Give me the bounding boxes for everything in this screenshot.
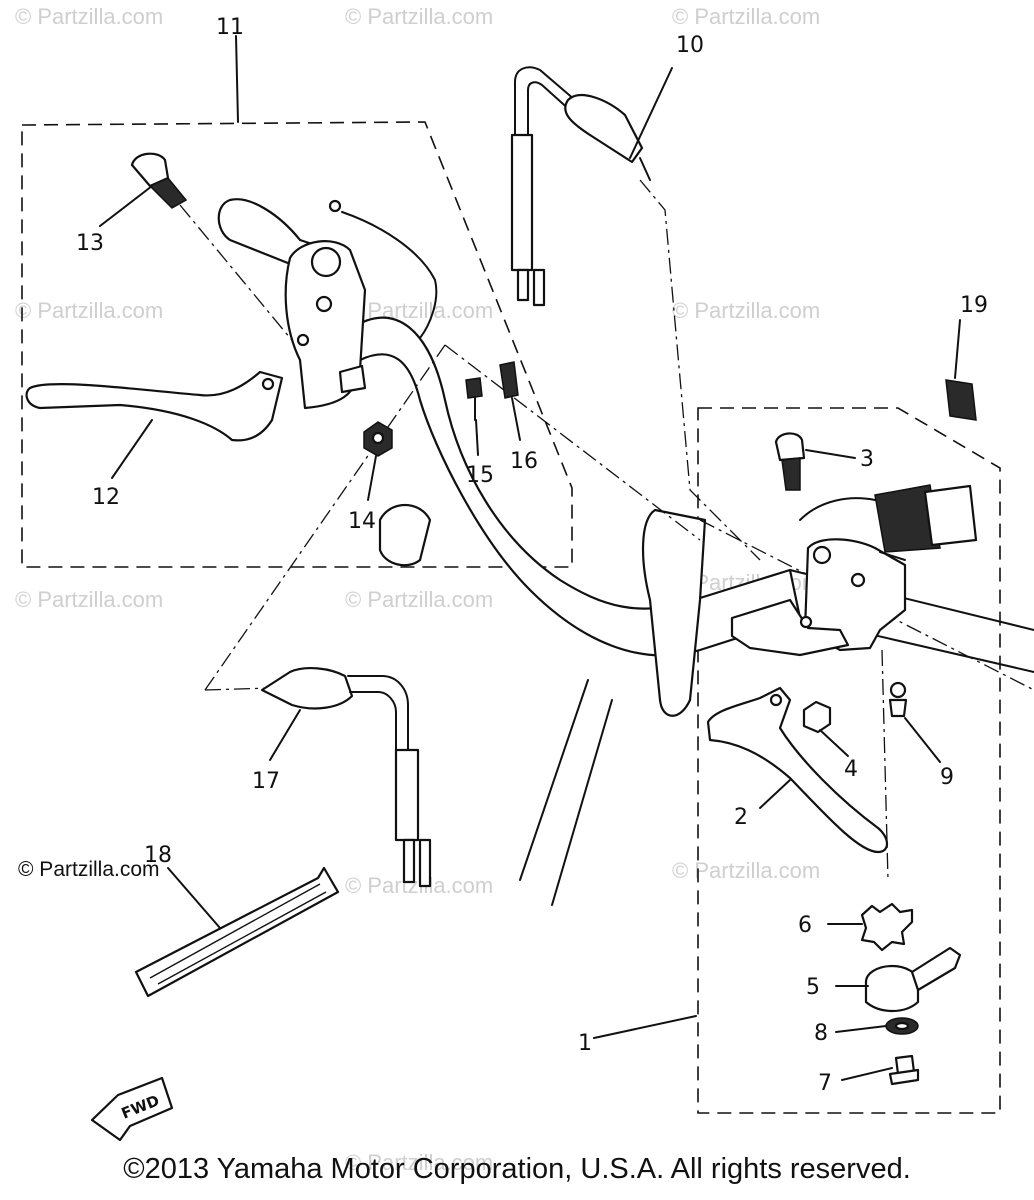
callout-16: 16 xyxy=(510,449,538,474)
callout-6: 6 xyxy=(798,913,812,938)
right-lever-holder xyxy=(730,484,978,657)
watermark: © Partzilla.com xyxy=(15,298,163,323)
callout-1: 1 xyxy=(578,1031,592,1056)
callout-9: 9 xyxy=(940,765,954,790)
watermark: © Partzilla.com xyxy=(345,587,493,612)
callout-4: 4 xyxy=(844,757,858,782)
adjuster-5 xyxy=(864,946,962,1013)
callout-14: 14 xyxy=(348,509,376,534)
watermark: © Partzilla.com xyxy=(345,1150,493,1175)
assembly-box-right xyxy=(697,407,1001,1114)
screw-9 xyxy=(888,681,908,718)
watermark: © Partzilla.com xyxy=(672,298,820,323)
watermark: © Partzilla.com xyxy=(15,587,163,612)
watermark: © Partzilla.com xyxy=(672,858,820,883)
watermark: © Partzilla.com xyxy=(672,4,820,29)
callout-2: 2 xyxy=(734,805,748,830)
forward-arrow: FWD xyxy=(90,1076,174,1142)
callout-18: 18 xyxy=(144,843,172,868)
callout-13: 13 xyxy=(76,231,104,256)
clamp-bracket xyxy=(378,504,432,567)
callout-5: 5 xyxy=(806,975,820,1000)
bolt-13 xyxy=(130,152,188,209)
clutch-lever xyxy=(25,370,284,442)
center-line xyxy=(639,179,761,561)
callout-7: 7 xyxy=(818,1071,832,1096)
pivot-hole xyxy=(261,377,275,391)
pivot-hole xyxy=(769,693,783,707)
screw-15 xyxy=(465,377,483,421)
callout-3: 3 xyxy=(860,447,874,472)
label-19 xyxy=(945,379,977,421)
callout-17: 17 xyxy=(252,769,280,794)
screw-7 xyxy=(888,1054,920,1086)
callout-12: 12 xyxy=(92,485,120,510)
switch-17 xyxy=(260,666,432,888)
center-line xyxy=(881,649,889,881)
star-washer-6 xyxy=(860,902,914,952)
center-line xyxy=(179,204,301,351)
brand-note: © Partzilla.com xyxy=(18,858,160,881)
washer-8-hole xyxy=(894,1021,910,1031)
bolt-3 xyxy=(774,432,806,491)
screw-16 xyxy=(499,361,519,399)
center-line xyxy=(204,687,271,691)
brake-lever xyxy=(706,686,889,854)
leader-lines xyxy=(99,35,961,1081)
callout-15: 15 xyxy=(466,463,494,488)
cable-tie-18 xyxy=(134,866,340,998)
nut-4 xyxy=(802,700,832,734)
callout-8: 8 xyxy=(814,1021,828,1046)
callout-10: 10 xyxy=(676,33,704,58)
callouts: 11 10 13 12 14 15 16 19 3 4 9 2 6 5 8 7 … xyxy=(76,15,988,1096)
watermark: © Partzilla.com xyxy=(345,4,493,29)
center-line xyxy=(444,344,701,541)
callout-19: 19 xyxy=(960,293,988,318)
left-switch-assembly xyxy=(217,198,438,410)
switch-10 xyxy=(510,66,651,307)
copyright-notice: ©2013 Yamaha Motor Corporation, U.S.A. A… xyxy=(123,1153,911,1185)
center-line xyxy=(204,344,446,691)
assembly-box-left xyxy=(21,121,573,568)
callout-11: 11 xyxy=(216,15,244,40)
watermark: © Partzilla.com xyxy=(15,4,163,29)
